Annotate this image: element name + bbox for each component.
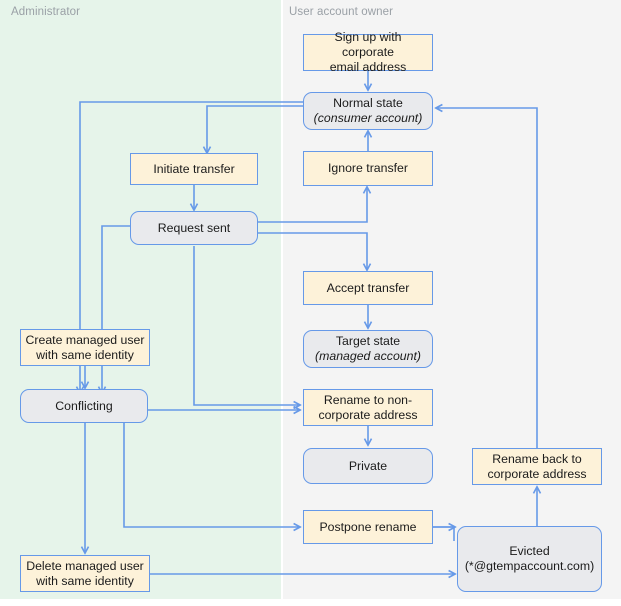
node-normal-state-line2: (consumer account) <box>313 111 423 125</box>
node-delete-managed-user-line2: with same identity <box>36 573 134 588</box>
node-initiate-transfer[interactable]: Initiate transfer <box>130 153 258 185</box>
node-rename-to-non-corporate-line2: corporate address <box>318 407 418 422</box>
node-create-managed-user[interactable]: Create managed user with same identity <box>20 329 150 366</box>
node-evicted-line1: Evicted <box>509 544 550 558</box>
node-evicted-line2: (*@gtempaccount.com) <box>464 559 595 573</box>
node-conflicting[interactable]: Conflicting <box>20 389 148 423</box>
node-create-managed-user-line1: Create managed user <box>25 332 145 347</box>
node-accept-transfer[interactable]: Accept transfer <box>303 271 433 305</box>
node-sign-up-line1: Sign up with corporate <box>334 30 402 59</box>
node-request-sent-line1: Request sent <box>157 220 231 235</box>
node-create-managed-user-line2: with same identity <box>36 347 134 362</box>
swimlane-administrator <box>0 0 281 599</box>
node-sign-up-line2: email address <box>329 60 407 74</box>
node-target-state-line1: Target state <box>335 334 401 348</box>
node-normal-state[interactable]: Normal state (consumer account) <box>303 92 433 130</box>
node-private[interactable]: Private <box>303 448 433 484</box>
node-rename-to-non-corporate-line1: Rename to non- <box>323 392 413 407</box>
swimlane-label-user-account-owner: User account owner <box>289 6 394 18</box>
node-rename-back-to-corporate-line1: Rename back to <box>492 451 582 466</box>
node-target-state-line2: (managed account) <box>315 349 421 363</box>
node-delete-managed-user-line1: Delete managed user <box>26 558 144 573</box>
node-target-state[interactable]: Target state (managed account) <box>303 330 433 368</box>
swimlane-label-administrator: Administrator <box>11 6 81 18</box>
node-rename-back-to-corporate[interactable]: Rename back to corporate address <box>472 448 602 485</box>
node-sign-up[interactable]: Sign up with corporate email address <box>303 30 433 74</box>
node-rename-to-non-corporate[interactable]: Rename to non- corporate address <box>303 389 433 426</box>
node-postpone-rename-line1: Postpone rename <box>319 519 417 534</box>
node-accept-transfer-line1: Accept transfer <box>326 280 410 295</box>
node-evicted[interactable]: Evicted (*@gtempaccount.com) <box>457 526 602 592</box>
node-ignore-transfer[interactable]: Ignore transfer <box>303 151 433 186</box>
node-ignore-transfer-line1: Ignore transfer <box>328 161 408 175</box>
node-request-sent[interactable]: Request sent <box>130 211 258 245</box>
node-conflicting-line1: Conflicting <box>55 398 113 413</box>
node-postpone-rename[interactable]: Postpone rename <box>303 510 433 544</box>
node-rename-back-to-corporate-line2: corporate address <box>487 466 587 481</box>
node-private-line1: Private <box>348 458 388 473</box>
node-normal-state-line1: Normal state <box>333 96 403 110</box>
node-delete-managed-user[interactable]: Delete managed user with same identity <box>20 555 150 592</box>
node-initiate-transfer-line1: Initiate transfer <box>153 161 235 176</box>
